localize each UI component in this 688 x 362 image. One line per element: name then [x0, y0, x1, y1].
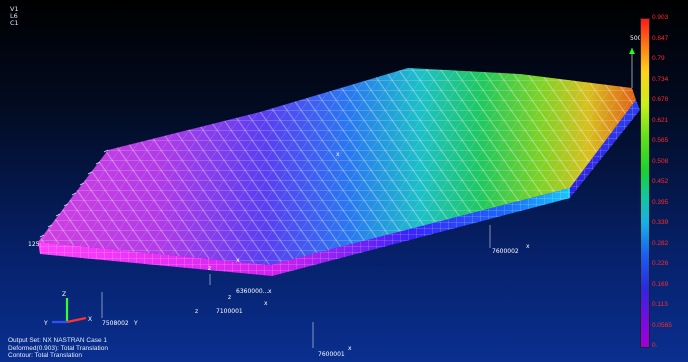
legend-value: 0.169 — [652, 280, 669, 288]
legend-value: 0.226 — [652, 260, 669, 267]
plate-top-mesh — [38, 68, 636, 265]
node-label-top-right: 500... — [630, 35, 647, 42]
svg-text:z: z — [208, 265, 211, 272]
contour-color-bar — [640, 18, 650, 348]
axis-x-label: X — [88, 316, 92, 323]
legend-value: 0.113 — [652, 301, 668, 308]
legend-value: 0.903 — [652, 14, 669, 21]
output-info: Output Set: NX NASTRAN Case 1 Deformed(0… — [8, 337, 108, 360]
svg-text:x: x — [268, 288, 272, 295]
legend-value: 0. — [652, 342, 658, 349]
svg-text:z: z — [195, 308, 198, 315]
viewport-label-c: C1 — [10, 19, 19, 27]
svg-text:x: x — [526, 243, 530, 250]
viewport-label-l: L6 — [10, 12, 18, 20]
output-set-line: Output Set: NX NASTRAN Case 1 — [8, 337, 107, 344]
svg-text:z: z — [228, 294, 231, 301]
legend-value: 0.79 — [652, 55, 665, 62]
node-label-right: 7600002 — [492, 248, 519, 255]
node-label-bottom: 7600001 — [318, 351, 345, 358]
node-label-bottom-left: 7508002 — [102, 320, 129, 327]
left-edge-constraints — [39, 149, 109, 238]
legend-value: 0.508 — [652, 157, 669, 165]
deformed-line: Deformed(0.903): Total Translation — [8, 344, 108, 352]
legend-value: 0.0565 — [652, 321, 672, 329]
contour-legend: 0.903 0.847 0.79 0.734 0.678 0.621 0.565 0.508 0… — [640, 14, 684, 349]
svg-text:x: x — [336, 151, 340, 158]
axis-z-label: Z — [62, 291, 66, 298]
legend-value: 0.678 — [652, 96, 669, 103]
legend-value: 0.452 — [652, 178, 669, 185]
axis-y-label: Y — [43, 320, 48, 327]
legend-value: 0.621 — [652, 116, 669, 124]
axis-triad: Z Y X — [43, 291, 92, 327]
svg-text:x: x — [348, 345, 352, 352]
node-label-bottom-center: 7100001 — [216, 308, 243, 315]
node-label-mid: 6360000... — [236, 288, 269, 295]
svg-text:x: x — [236, 257, 240, 264]
svg-text:x: x — [264, 300, 268, 307]
legend-value: 0.395 — [652, 198, 669, 206]
contour-line: Contour: Total Translation — [8, 352, 82, 359]
legend-value: 0.282 — [652, 239, 669, 247]
legend-value: 0.734 — [652, 75, 669, 83]
legend-value: 0.339 — [652, 219, 669, 226]
legend-value: 0.847 — [652, 34, 669, 42]
legend-value: 0.565 — [652, 137, 669, 144]
node-label-left-edge: 125 — [28, 241, 40, 248]
svg-text:Y: Y — [133, 320, 138, 327]
viewport-label-v: V1 — [10, 5, 19, 13]
